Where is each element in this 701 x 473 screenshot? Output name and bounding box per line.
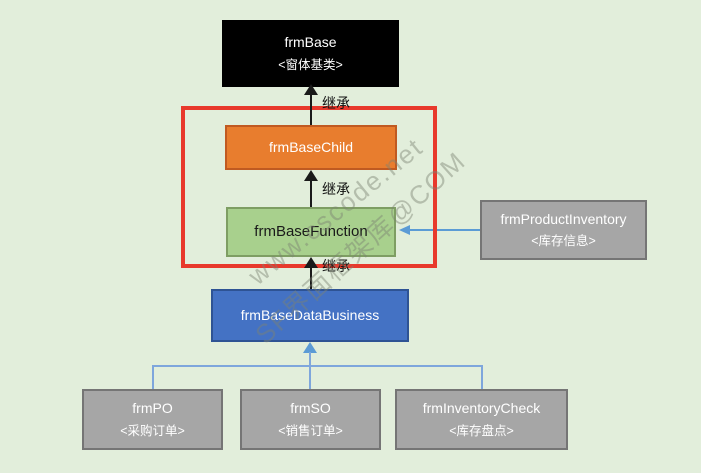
node-frmproductinventory-title: frmProductInventory <box>500 210 627 227</box>
node-frmpo-subtitle: <采购订单> <box>120 423 185 438</box>
association-line-productinventory <box>409 229 480 231</box>
inherit-arrowhead-icon <box>304 84 318 95</box>
node-frmso-title: frmSO <box>290 400 331 417</box>
node-frmpo: frmPO <采购订单> <box>82 389 223 450</box>
tree-connector-left <box>152 365 154 389</box>
inherit-arrow-business-to-function <box>310 268 312 289</box>
inherit-label-1: 继承 <box>322 95 350 111</box>
tree-connector-right <box>481 365 483 389</box>
inherit-arrowhead-icon <box>304 170 318 181</box>
node-frmso-subtitle: <销售订单> <box>278 423 343 438</box>
node-frmbase-title: frmBase <box>284 34 337 51</box>
node-frmbasefunction-title: frmBaseFunction <box>254 223 368 240</box>
node-frmbasechild-title: frmBaseChild <box>268 139 354 156</box>
inherit-arrowhead-icon <box>304 257 318 268</box>
association-arrowhead-icon <box>399 225 410 235</box>
node-frmbasefunction: frmBaseFunction <box>226 207 396 257</box>
node-frmbasedatabusiness-title: frmBaseDataBusiness <box>240 307 380 324</box>
tree-connector-middle <box>309 352 311 389</box>
tree-connector-rail <box>152 365 483 367</box>
inherit-arrow-child-to-base <box>310 95 312 125</box>
node-frmproductinventory: frmProductInventory <库存信息> <box>480 200 647 260</box>
node-frmbase-subtitle: <窗体基类> <box>278 57 343 72</box>
node-frminventorycheck: frmInventoryCheck <库存盘点> <box>395 389 568 450</box>
node-frmso: frmSO <销售订单> <box>240 389 381 450</box>
node-frmbase: frmBase <窗体基类> <box>222 20 399 87</box>
node-frmproductinventory-subtitle: <库存信息> <box>531 234 596 249</box>
node-frmpo-title: frmPO <box>132 400 173 417</box>
node-frminventorycheck-title: frmInventoryCheck <box>422 400 541 417</box>
node-frmbasechild: frmBaseChild <box>225 125 397 170</box>
node-frminventorycheck-subtitle: <库存盘点> <box>449 423 514 438</box>
inherit-arrow-function-to-child <box>310 181 312 207</box>
node-frmbasedatabusiness: frmBaseDataBusiness <box>211 289 409 342</box>
inherit-label-2: 继承 <box>322 181 350 197</box>
inherit-label-3: 继承 <box>322 258 350 274</box>
tree-arrowhead-icon <box>303 342 317 353</box>
highlight-frame <box>181 106 437 268</box>
